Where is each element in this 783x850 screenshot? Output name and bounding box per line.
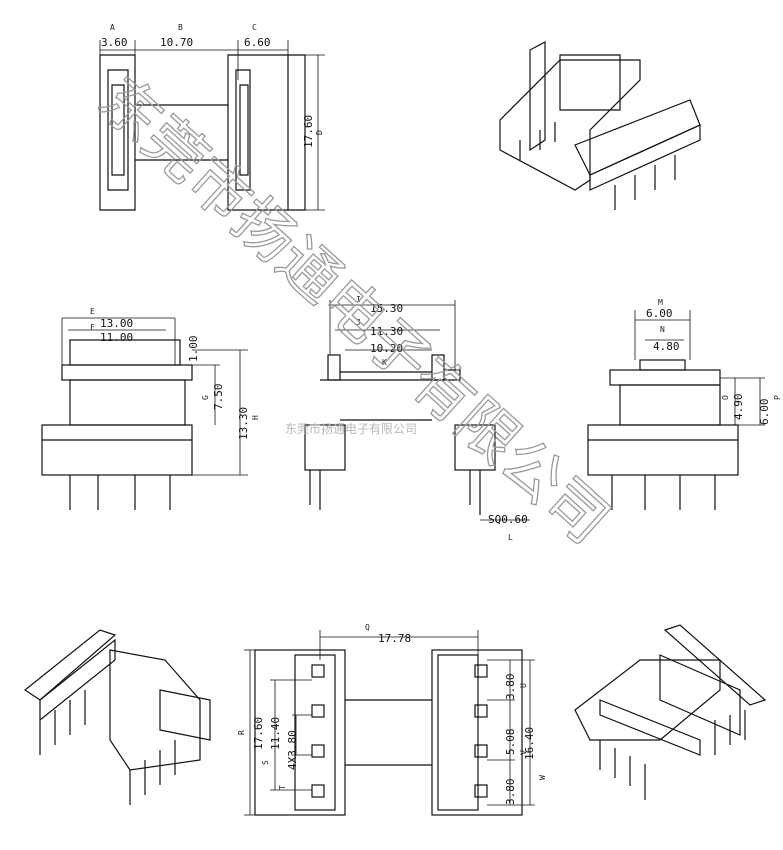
dim-c: 6.60 xyxy=(244,36,271,49)
label-p: P xyxy=(773,395,782,400)
label-b: B xyxy=(178,23,183,32)
label-k: K xyxy=(382,358,387,367)
label-s: S xyxy=(261,760,270,765)
label-o: O xyxy=(721,395,730,400)
dim-w: 16.40 xyxy=(523,727,536,760)
dim-g: 7.50 xyxy=(212,384,225,411)
label-c: C xyxy=(252,23,257,32)
label-e: E xyxy=(90,307,95,316)
label-h: H xyxy=(251,415,260,420)
dim-top: 1.00 xyxy=(187,336,200,363)
dim-t: 4X3.80 xyxy=(286,730,299,770)
dim-pin: SQ0.60 xyxy=(488,513,528,526)
dim-a: 3.60 xyxy=(101,36,128,49)
label-i: I xyxy=(356,295,361,304)
label-m: M xyxy=(658,298,663,307)
side-view: I J K 15.30 11.30 10.20 SQ0.60 L xyxy=(304,295,530,542)
dim-j: 11.30 xyxy=(370,325,403,338)
dim-m: 6.00 xyxy=(646,307,673,320)
watermark-large: 东莞市扬通电子有限公司 xyxy=(85,64,622,558)
dim-r: 17.60 xyxy=(252,717,265,750)
end-view: M N 6.00 4.80 4.90 O 6.00 P xyxy=(587,298,782,510)
iso-view-top xyxy=(499,41,701,210)
watermark-small: 东莞市扬通电子有限公司 xyxy=(285,421,417,436)
label-g: G xyxy=(201,395,210,400)
label-l: L xyxy=(508,533,513,542)
dim-q: 17.78 xyxy=(378,632,411,645)
top-view: A B C 3.60 10.70 6.60 17.60 D xyxy=(99,23,325,211)
label-f: F xyxy=(90,323,95,332)
label-q: Q xyxy=(365,623,370,632)
dim-v: 5.08 xyxy=(504,729,517,756)
label-t: T xyxy=(278,785,287,790)
dim-s: 11.40 xyxy=(269,717,282,750)
dim-p: 6.00 xyxy=(758,399,771,426)
dim-i: 15.30 xyxy=(370,302,403,315)
dim-u: 3.80 xyxy=(504,674,517,701)
iso-view-left xyxy=(23,629,211,805)
label-v: V xyxy=(519,750,528,755)
label-w: W xyxy=(538,775,547,780)
label-j: J xyxy=(356,318,361,327)
bottom-view: Q 17.78 R 17.60 S 11.40 T 4X3.80 3.80 U … xyxy=(237,623,547,816)
dim-k: 10.20 xyxy=(370,342,403,355)
dim-o: 4.90 xyxy=(732,394,745,421)
label-n: N xyxy=(660,325,665,334)
dim-b: 10.70 xyxy=(160,36,193,49)
label-r: R xyxy=(237,730,246,735)
iso-view-right xyxy=(574,624,767,800)
label-d: D xyxy=(315,130,324,135)
dim-f: 11.00 xyxy=(100,331,133,344)
dim-u2: 3.80 xyxy=(504,779,517,806)
label-a: A xyxy=(110,23,115,32)
front-view: E F 13.00 11.00 1.00 7.50 G 13.30 H xyxy=(41,307,260,510)
label-u: U xyxy=(519,683,528,688)
dim-h: 13.30 xyxy=(237,407,250,440)
dim-e: 13.00 xyxy=(100,317,133,330)
dim-d: 17.60 xyxy=(302,115,315,148)
dim-n: 4.80 xyxy=(653,340,680,353)
